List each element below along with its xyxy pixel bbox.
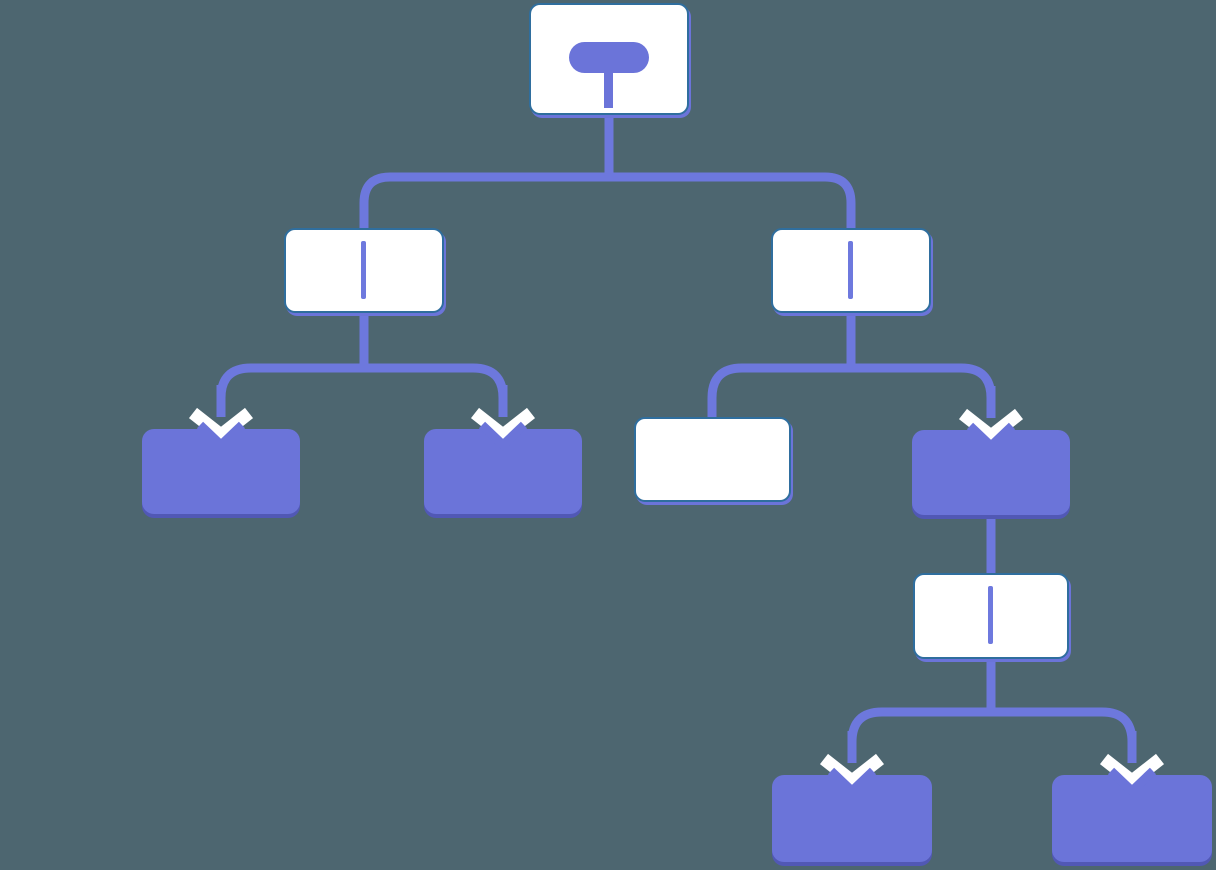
chevron-down-arrow-icon [188, 385, 254, 452]
connector-fork-bottom [847, 707, 1137, 756]
chevron-down-arrow-icon [958, 386, 1024, 453]
divider-bar-icon [848, 240, 853, 299]
connector-fork-right [707, 363, 996, 418]
chevron-down-arrow-icon [819, 731, 885, 798]
divider-bar-icon [361, 240, 366, 299]
chevron-down-arrow-icon [470, 385, 536, 452]
pill-icon [568, 41, 649, 73]
chevron-down-arrow-icon [1099, 731, 1165, 798]
node-branch-bottom [913, 573, 1069, 659]
divider-bar-icon [988, 585, 993, 644]
pill-stem-icon [604, 70, 613, 108]
node-branch-left [284, 228, 444, 313]
connector-fork-left [216, 363, 508, 410]
node-branch-right [771, 228, 931, 313]
node-root [529, 3, 689, 115]
connector-fork-top [359, 172, 856, 230]
node-leaf-right-plain [634, 417, 791, 502]
